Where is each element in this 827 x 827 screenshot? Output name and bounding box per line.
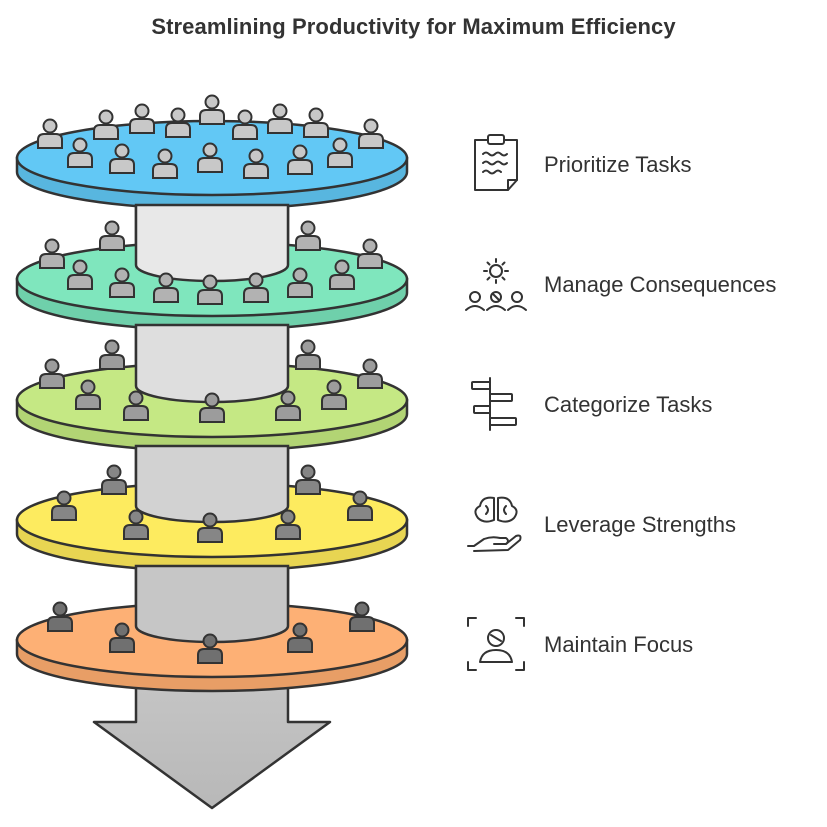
person-icon [93, 109, 119, 140]
person-icon [349, 601, 375, 632]
person-icon [295, 220, 321, 251]
category-signpost-icon [471, 377, 517, 431]
shaft-segment [134, 444, 290, 524]
person-icon [357, 238, 383, 269]
label-maintain-focus: Maintain Focus [544, 632, 694, 657]
person-icon [303, 107, 329, 138]
label-leverage-strengths: Leverage Strengths [544, 512, 737, 537]
person-icon [129, 103, 155, 134]
shaft-segment [134, 564, 290, 644]
clipboard-icon [474, 134, 518, 191]
person-icon [358, 118, 384, 149]
layer-leverage-strengths [15, 444, 409, 573]
person-icon [39, 238, 65, 269]
focus-frame-icon [467, 617, 525, 671]
person-icon [295, 464, 321, 495]
person-icon [99, 339, 125, 370]
layer-prioritize-tasks [15, 94, 409, 211]
person-icon [267, 103, 293, 134]
label-categorize-tasks: Categorize Tasks [544, 392, 713, 417]
person-icon [39, 358, 65, 389]
layer-categorize-tasks [15, 323, 409, 453]
person-icon [357, 358, 383, 389]
person-icon [99, 220, 125, 251]
layer-maintain-focus [15, 564, 409, 693]
person-icon [295, 339, 321, 370]
diagram-title: Streamlining Productivity for Maximum Ef… [151, 14, 676, 39]
person-icon [101, 464, 127, 495]
person-icon [232, 109, 258, 140]
person-icon [37, 118, 63, 149]
person-icon [165, 107, 191, 138]
brain-hand-icon [467, 496, 522, 552]
label-manage-consequences: Manage Consequences [544, 272, 777, 297]
gear-people-icon [465, 258, 527, 311]
person-icon [47, 601, 73, 632]
layer-manage-consequences [15, 203, 409, 332]
person-icon [199, 94, 225, 125]
shaft-segment [134, 203, 290, 283]
shaft-segment [134, 323, 290, 404]
label-prioritize-tasks: Prioritize Tasks [544, 152, 692, 177]
